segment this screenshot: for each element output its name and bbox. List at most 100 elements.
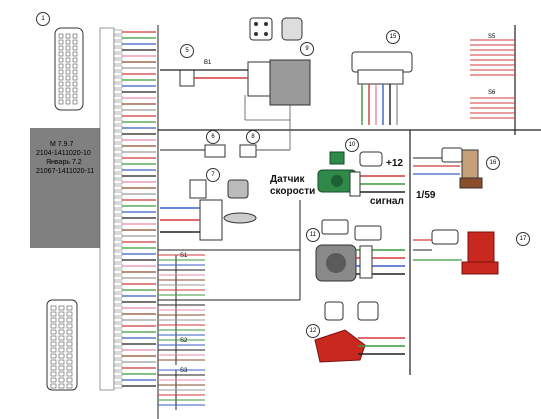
pin-box bbox=[113, 155, 123, 161]
pin-box bbox=[113, 197, 123, 203]
connector-pin bbox=[65, 99, 71, 105]
pin-box bbox=[113, 221, 123, 227]
pin-box bbox=[113, 245, 123, 251]
connector-pin bbox=[65, 63, 71, 69]
pin-box bbox=[113, 47, 123, 53]
plus12-label: +12 bbox=[386, 158, 403, 169]
connector-pin bbox=[66, 305, 73, 311]
connector-pin bbox=[58, 371, 65, 377]
pin-box bbox=[113, 329, 123, 335]
pin-box bbox=[113, 185, 123, 191]
speed-sensor bbox=[317, 151, 405, 197]
connector-pin bbox=[50, 317, 57, 323]
pin-box bbox=[113, 251, 123, 257]
connector-pin bbox=[66, 347, 73, 353]
pin-box bbox=[113, 317, 123, 323]
connector-pin bbox=[50, 329, 57, 335]
pin-box bbox=[113, 209, 123, 215]
pin-box bbox=[113, 107, 123, 113]
pin-box bbox=[113, 377, 123, 383]
pin-box bbox=[113, 161, 123, 167]
pin-box bbox=[113, 29, 123, 35]
pin-box bbox=[113, 113, 123, 119]
pin-box bbox=[113, 233, 123, 239]
splice-s3: S3 bbox=[180, 368, 188, 374]
ecu-line-1: M 7.9.7 bbox=[50, 141, 74, 148]
pin-box bbox=[113, 371, 123, 377]
ecu-label: M 7.9.7 2104-1411020-10 Январь 7.2 21067… bbox=[36, 140, 102, 176]
pin-box bbox=[113, 77, 123, 83]
pin-box bbox=[113, 341, 123, 347]
injector-harness-15 bbox=[351, 51, 413, 125]
badge-8: 8 bbox=[246, 130, 260, 144]
pin-box bbox=[113, 263, 123, 269]
connector-pin bbox=[58, 377, 65, 383]
connector-pin bbox=[58, 305, 65, 311]
connector-pin bbox=[72, 45, 78, 51]
pin-box bbox=[113, 173, 123, 179]
connector-pin bbox=[50, 359, 57, 365]
connector-pin bbox=[58, 39, 64, 45]
bus-links bbox=[158, 200, 301, 301]
connector-pin bbox=[66, 359, 73, 365]
connector-pin bbox=[58, 335, 65, 341]
pin-box bbox=[113, 227, 123, 233]
ecu-line-2: 2104-1411020-10 bbox=[36, 150, 91, 157]
pin-box bbox=[113, 293, 123, 299]
speed-sensor-label: Датчик скорости bbox=[270, 174, 316, 197]
badge-10: 10 bbox=[345, 138, 359, 152]
pin-box bbox=[113, 239, 123, 245]
splice-s1: S1 bbox=[180, 253, 188, 259]
pin-box bbox=[113, 95, 123, 101]
connector-pin bbox=[72, 57, 78, 63]
connector-pin bbox=[72, 81, 78, 87]
pin-box bbox=[113, 149, 123, 155]
pin-ref-label: 1/59 bbox=[416, 190, 436, 201]
connector-pin bbox=[58, 57, 64, 63]
connector-pin bbox=[65, 69, 71, 75]
pin-box bbox=[113, 35, 123, 41]
badge-5: 5 bbox=[180, 44, 194, 58]
badge-17: 17 bbox=[516, 232, 530, 246]
signal-label: сигнал bbox=[370, 196, 404, 207]
connector-pin bbox=[58, 93, 64, 99]
ecu-line-4: 21067-1411020-11 bbox=[36, 168, 95, 175]
connector-pin bbox=[72, 63, 78, 69]
connector-pin bbox=[66, 335, 73, 341]
pin-box bbox=[113, 83, 123, 89]
connector-pin bbox=[58, 359, 65, 365]
ecu-connector-top bbox=[54, 27, 84, 111]
connector-pin bbox=[58, 51, 64, 57]
connector-pin bbox=[50, 323, 57, 329]
connector-pin bbox=[72, 93, 78, 99]
pin-box bbox=[113, 191, 123, 197]
connector-pin bbox=[50, 383, 57, 389]
connector-pin bbox=[72, 33, 78, 39]
connector-pin bbox=[72, 87, 78, 93]
pin-strip bbox=[99, 27, 115, 391]
pin-box bbox=[113, 347, 123, 353]
connector-pin bbox=[58, 87, 64, 93]
connector-pin bbox=[72, 69, 78, 75]
badge-11: 11 bbox=[306, 228, 320, 242]
connector-pin bbox=[65, 57, 71, 63]
pin-box bbox=[113, 323, 123, 329]
pin-box bbox=[113, 101, 123, 107]
connector-pin bbox=[66, 383, 73, 389]
ecu-connector-bottom bbox=[46, 299, 78, 391]
frame-lines bbox=[158, 25, 541, 375]
pin-box bbox=[113, 257, 123, 263]
connector-pin bbox=[72, 39, 78, 45]
connector-pin bbox=[66, 323, 73, 329]
connector-pin bbox=[58, 365, 65, 371]
ignition-module bbox=[413, 229, 499, 275]
pin-box bbox=[113, 65, 123, 71]
connector-pin bbox=[65, 39, 71, 45]
connector-pin bbox=[66, 371, 73, 377]
connector-pin bbox=[72, 99, 78, 105]
pin-box bbox=[113, 311, 123, 317]
connector-pin bbox=[50, 377, 57, 383]
pin-box bbox=[113, 281, 123, 287]
connector-pin bbox=[65, 81, 71, 87]
